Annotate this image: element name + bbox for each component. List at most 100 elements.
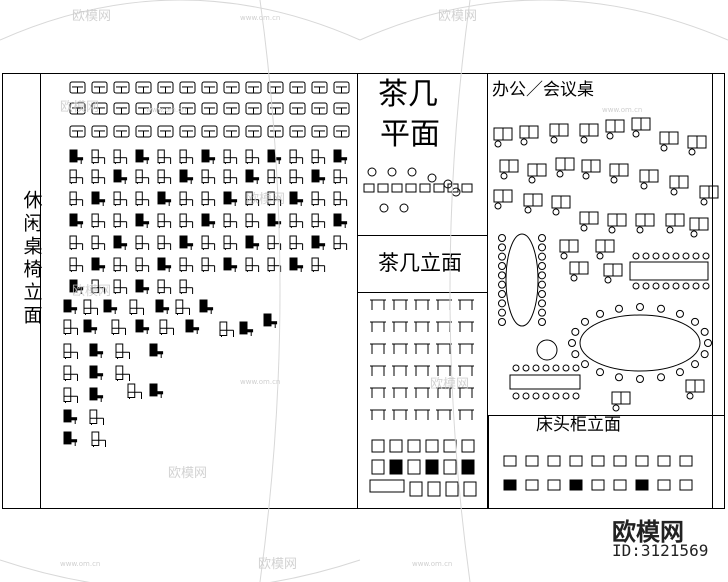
watermark-site-6: www.om.cn (412, 560, 453, 568)
office-desk (631, 117, 651, 138)
sofa-symbol (69, 81, 86, 94)
chair-symbol (127, 383, 142, 399)
conference-chair (614, 373, 623, 382)
sofa-symbol (201, 81, 218, 94)
chair-symbol (69, 149, 84, 164)
conference-chair (538, 234, 546, 242)
conference-chair (675, 309, 684, 318)
conference-chair (532, 364, 540, 372)
nightstand-elevation (503, 479, 517, 491)
tea-table-elevation (425, 439, 439, 453)
brand-logo-text: 欧模网 (612, 518, 684, 546)
leisure-furniture-symbols (63, 81, 350, 447)
watermark-brand-2: 欧模网 (438, 9, 478, 24)
chair-symbol (91, 235, 106, 250)
chair-symbol (311, 169, 326, 184)
chair-symbol (219, 321, 234, 337)
sofa-symbol (157, 125, 174, 138)
conference-chair (672, 282, 680, 290)
chair-symbol (113, 169, 128, 184)
office-desk (581, 159, 601, 180)
chair-symbol (89, 365, 104, 380)
conference-chair (498, 280, 506, 289)
office-desk (523, 193, 543, 214)
conference-chair (572, 364, 580, 372)
chair-symbol (333, 149, 348, 164)
chair-symbol (267, 169, 282, 184)
conference-chair (568, 339, 576, 347)
chair-symbol (157, 191, 172, 206)
chair-symbol (333, 169, 348, 184)
tea-table-elevation (409, 481, 423, 497)
office-desk (609, 163, 629, 184)
nightstand-elevation (657, 479, 671, 491)
tea-elevation-title: 茶几立面 (378, 251, 462, 275)
tea-table-elevation (370, 343, 386, 354)
chair-symbol (113, 213, 128, 228)
tea-table-elevation-symbols (369, 299, 477, 497)
chair-symbol (113, 149, 128, 164)
conference-chair (538, 252, 546, 261)
sofa-symbol (157, 102, 174, 115)
sofa-symbol (223, 125, 240, 138)
chair-symbol (201, 235, 216, 250)
tea-table-elevation (458, 387, 474, 398)
chair-symbol (239, 321, 254, 336)
tea-table-elevation (461, 439, 475, 453)
conference-chair (614, 304, 623, 313)
conference-chair (662, 282, 670, 290)
conference-chair (512, 364, 520, 372)
sofa-symbol (245, 125, 262, 138)
conference-chair (532, 392, 540, 400)
nightstand-elevation (679, 479, 693, 491)
chair-symbol (201, 149, 216, 164)
chair-symbol (157, 149, 172, 164)
conference-chair (682, 282, 690, 290)
sofa-symbol (201, 102, 218, 115)
chair-symbol (91, 191, 106, 206)
chair-symbol (267, 149, 282, 164)
conference-chair (538, 308, 546, 317)
round-table-plan (387, 167, 397, 177)
chair-symbol (289, 169, 304, 184)
watermark-brand-4: 欧模网 (246, 192, 286, 207)
conference-chair (691, 317, 700, 326)
chair-symbol (113, 191, 128, 206)
conference-chair (498, 243, 506, 252)
conference-chair (542, 392, 550, 400)
tea-table-elevation (458, 299, 474, 310)
tea-table-plan-symbols (363, 167, 473, 213)
chair-symbol (201, 191, 216, 206)
conference-chair (571, 350, 580, 359)
sofa-symbol (113, 125, 130, 138)
sofa-symbol (223, 102, 240, 115)
chair-symbol (185, 319, 200, 334)
sofa-symbol (91, 125, 108, 138)
chair-symbol (159, 319, 174, 335)
chair-symbol (115, 365, 130, 381)
sofa-symbol (113, 81, 130, 94)
watermark-brand-3: 欧模网 (60, 100, 100, 115)
conference-chair (571, 327, 580, 336)
tea-table-elevation (392, 387, 408, 398)
chair-symbol (113, 235, 128, 250)
chair-symbol (63, 431, 78, 446)
chair-symbol (311, 191, 326, 206)
tea-table-elevation (371, 439, 385, 453)
chair-symbol (91, 213, 106, 228)
office-desk (611, 391, 631, 412)
tea-table-elevation (425, 459, 439, 475)
chair-symbol (311, 149, 326, 164)
chair-symbol (69, 235, 84, 250)
conference-chair (642, 252, 650, 260)
tea-table-elevation (389, 459, 403, 475)
chair-symbol (201, 213, 216, 228)
chair-symbol (149, 383, 164, 398)
tea-table-elevation (461, 459, 475, 475)
tea-table-elevation (392, 409, 408, 420)
conference-chair (498, 299, 506, 308)
chair-symbol (113, 279, 128, 294)
office-desk (579, 211, 599, 232)
office-desk (579, 123, 599, 144)
chair-symbol (223, 257, 238, 272)
